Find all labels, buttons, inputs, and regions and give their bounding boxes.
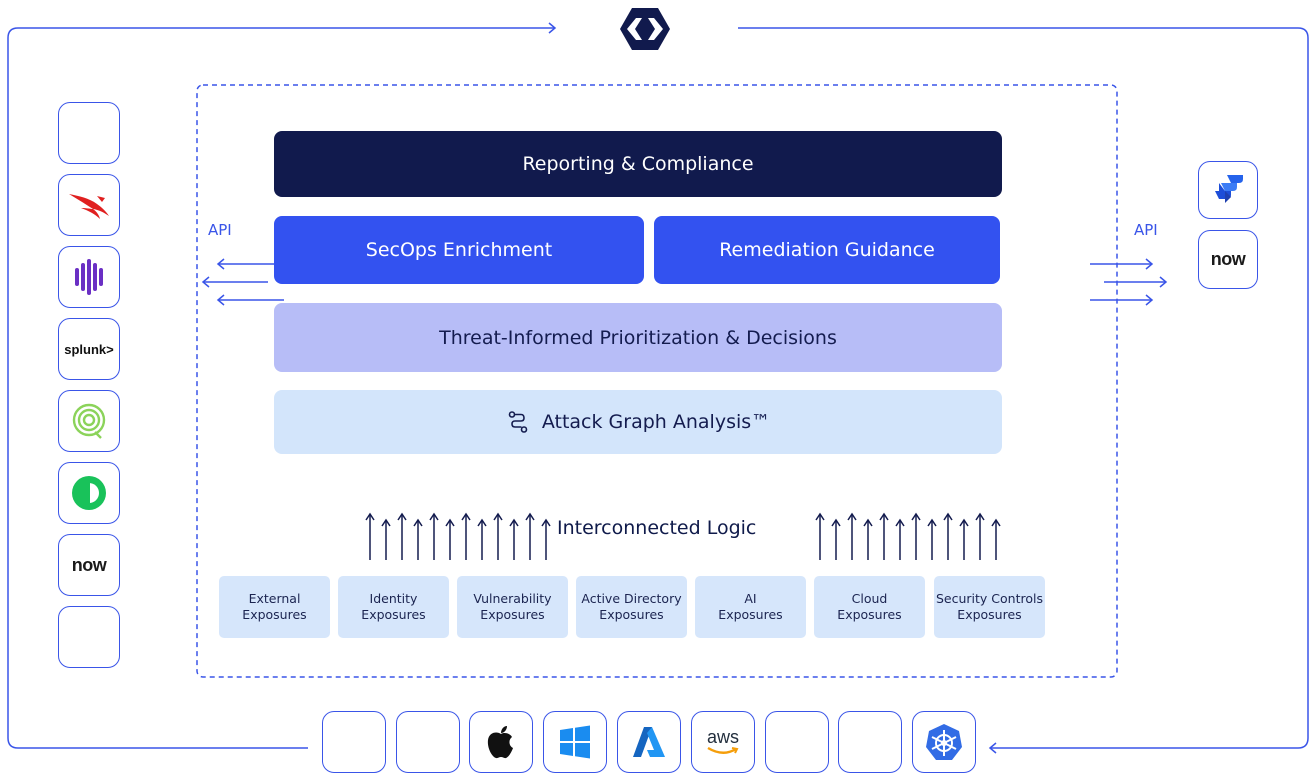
exposure-line2: Exposures (957, 607, 1022, 622)
qualys-logo-icon (72, 403, 106, 439)
up-arrow-head (927, 518, 937, 527)
up-arrow-head (477, 518, 487, 527)
integration-tile-purple (58, 246, 120, 308)
servicenow-logo-text: now (1210, 249, 1246, 269)
up-arrow-head (879, 512, 889, 521)
aws-smile-icon (707, 746, 739, 754)
up-arrow-head (959, 518, 969, 527)
up-arrow-head (541, 518, 551, 527)
exposure-line2: Exposures (242, 607, 307, 622)
integration-tile-splunk: splunk> (58, 318, 120, 380)
exposure-line1: Cloud (851, 591, 888, 606)
exposure-line2: Exposures (361, 607, 426, 622)
integration-tile-kubernetes (912, 711, 976, 773)
api-label-right: API (1134, 221, 1158, 239)
azure-logo-icon (633, 727, 665, 757)
purple-logo-icon (75, 259, 103, 295)
up-arrow-head (461, 512, 471, 521)
integration-tile-blank (58, 606, 120, 668)
up-arrow-head (991, 518, 1001, 527)
integration-tile-servicenow-right: now (1198, 230, 1258, 289)
remediation-guidance-label: Remediation Guidance (719, 239, 935, 261)
interconnected-logic-label: Interconnected Logic (557, 517, 757, 539)
green-logo-icon (72, 476, 106, 510)
aws-logo-text: aws (706, 727, 739, 747)
up-arrow-head (429, 512, 439, 521)
reporting-compliance-label: Reporting & Compliance (522, 153, 754, 175)
exposure-line2: Exposures (480, 607, 545, 622)
up-arrow-head (493, 512, 503, 521)
exposure-line1: Security Controls (935, 591, 1043, 606)
exposure-line2: Exposures (837, 607, 902, 622)
exposure-vulnerability: Vulnerability Exposures (457, 576, 568, 638)
remediation-guidance-bar: Remediation Guidance (654, 216, 1000, 284)
integration-tile-windows (543, 711, 607, 773)
integration-tile-servicenow-left: now (58, 534, 120, 596)
up-arrow-head (911, 512, 921, 521)
integration-tile-blank (322, 711, 386, 773)
attack-graph-bar: Attack Graph Analysis™ (274, 390, 1002, 454)
up-arrow-head (525, 512, 535, 521)
integration-tile-blank (58, 102, 120, 164)
secops-enrichment-bar: SecOps Enrichment (274, 216, 644, 284)
brand-logo-icon (620, 8, 670, 50)
exposure-line2: Exposures (718, 607, 783, 622)
crowdstrike-logo-icon (69, 194, 109, 219)
apple-logo-icon (487, 726, 513, 759)
up-arrow-head (381, 518, 391, 527)
exposure-active-directory: Active Directory Exposures (576, 576, 687, 638)
kubernetes-logo-icon (926, 724, 962, 760)
exposure-cloud: Cloud Exposures (814, 576, 925, 638)
logic-arrows (365, 512, 1001, 560)
attack-graph-label: Attack Graph Analysis™ (541, 411, 771, 433)
jira-logo-icon (1215, 175, 1243, 203)
up-arrow-head (847, 512, 857, 521)
up-arrow-head (397, 512, 407, 521)
exposure-security-controls: Security Controls Exposures (934, 576, 1045, 638)
up-arrow-head (975, 512, 985, 521)
integration-tile-qualys (58, 390, 120, 452)
integration-tile-aws: aws (691, 711, 755, 773)
exposure-identity: Identity Exposures (338, 576, 449, 638)
windows-logo-icon (560, 725, 590, 759)
reporting-compliance-bar: Reporting & Compliance (274, 131, 1002, 197)
up-arrow-head (365, 512, 375, 521)
integration-tile-blank (396, 711, 460, 773)
attack-graph-icon (508, 411, 528, 433)
exposure-line1: Identity (369, 591, 418, 606)
api-label-left: API (208, 221, 232, 239)
exposure-line1: Vulnerability (473, 591, 552, 606)
up-arrow-head (831, 518, 841, 527)
integration-tile-blank (765, 711, 829, 773)
servicenow-logo-text: now (71, 554, 107, 575)
integration-tile-green (58, 462, 120, 524)
up-arrow-head (509, 518, 519, 527)
up-arrow-head (895, 518, 905, 527)
integration-tile-azure (617, 711, 681, 773)
up-arrow-head (863, 518, 873, 527)
splunk-logo-text: splunk> (64, 341, 114, 357)
exposure-line1: External (248, 591, 301, 606)
exposure-line1: Active Directory (581, 591, 682, 606)
up-arrow-head (815, 512, 825, 521)
prioritization-label: Threat-Informed Prioritization & Decisio… (439, 326, 837, 349)
integration-tile-jira (1198, 161, 1258, 219)
integration-tile-apple (469, 711, 533, 773)
secops-enrichment-label: SecOps Enrichment (365, 239, 553, 261)
exposure-ai: AI Exposures (695, 576, 806, 638)
up-arrow-head (943, 512, 953, 521)
exposure-external: External Exposures (219, 576, 330, 638)
prioritization-bar: Threat-Informed Prioritization & Decisio… (274, 303, 1002, 372)
exposure-line1: AI (744, 591, 757, 606)
exposure-line2: Exposures (599, 607, 664, 622)
up-arrow-head (413, 518, 423, 527)
integration-tile-blank (838, 711, 902, 773)
up-arrow-head (445, 518, 455, 527)
integration-tile-crowdstrike (58, 174, 120, 236)
